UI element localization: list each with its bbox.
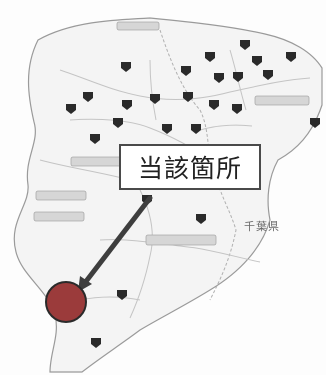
route-shield-icon (90, 134, 100, 144)
route-shields (66, 40, 320, 348)
map-label-box (116, 21, 160, 31)
route-shield-icon (232, 104, 242, 114)
route-shield-icon (310, 118, 320, 128)
route-shield-icon (263, 70, 273, 80)
route-shield-icon (183, 92, 193, 102)
map-label-box (35, 190, 87, 201)
route-shield-icon (181, 66, 191, 76)
route-shield-icon (117, 290, 127, 300)
route-shield-icon (122, 100, 132, 110)
route-shield-icon (252, 56, 262, 66)
route-shield-icon (286, 52, 296, 62)
neighbor-prefecture-label: 千葉県 (244, 220, 280, 233)
route-shield-icon (214, 73, 224, 83)
route-shield-icon (233, 72, 243, 82)
road-network (39, 49, 311, 319)
location-callout: 当該箇所 (119, 144, 261, 190)
route-shield-icon (113, 118, 123, 128)
route-shield-icon (150, 94, 160, 104)
route-shield-icon (240, 40, 250, 50)
map-label-box (70, 156, 124, 167)
map-label-box (33, 211, 85, 222)
route-shield-icon (121, 62, 131, 72)
route-shield-icon (205, 52, 215, 62)
route-shield-icon (209, 100, 219, 110)
route-shield-icon (191, 124, 201, 134)
route-shield-icon (91, 338, 101, 348)
route-shield-icon (196, 214, 206, 224)
location-marker-icon (45, 281, 87, 323)
map-label-box (254, 95, 310, 106)
label-boxes (33, 21, 310, 246)
map-label-box (145, 234, 217, 246)
route-shield-icon (66, 104, 76, 114)
route-shield-icon (162, 124, 172, 134)
route-shield-icon (83, 92, 93, 102)
